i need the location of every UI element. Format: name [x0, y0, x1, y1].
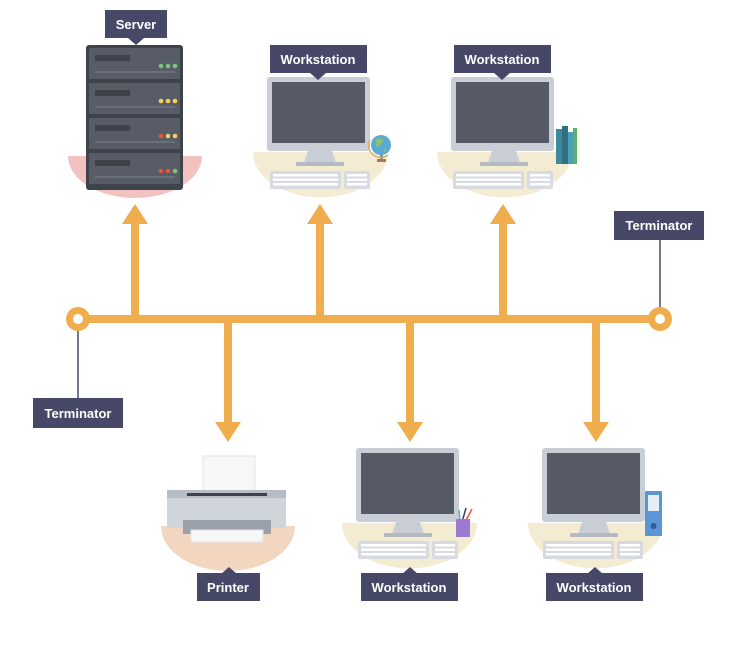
label-workstation-top-2-text: Workstation: [465, 52, 540, 67]
arrow-down-workstation-3: [397, 319, 423, 442]
label-workstation-bottom-2: Workstation: [546, 567, 643, 601]
label-workstation-bottom-1: Workstation: [361, 567, 458, 601]
arrow-up-workstation-2: [490, 204, 516, 319]
label-workstation-top-1: Workstation: [270, 45, 367, 80]
arrow-down-printer: [215, 319, 241, 442]
arrow-up-workstation-1: [307, 204, 333, 319]
printer-icon: [161, 455, 295, 571]
label-server-text: Server: [116, 17, 156, 32]
label-workstation-bottom-1-text: Workstation: [372, 580, 447, 595]
workstation-icon: [253, 77, 388, 198]
label-terminator-left: Terminator: [33, 398, 123, 428]
label-terminator-right: Terminator: [614, 211, 704, 240]
terminator-left-icon: [66, 307, 90, 331]
pencil-cup-icon: [456, 507, 473, 537]
label-workstation-top-1-text: Workstation: [281, 52, 356, 67]
globe-icon: [367, 135, 391, 162]
server-icon: [68, 45, 202, 198]
label-workstation-bottom-2-text: Workstation: [557, 580, 632, 595]
binder-icon: [645, 491, 662, 536]
label-terminator-right-text: Terminator: [626, 218, 693, 233]
arrow-down-workstation-4: [583, 319, 609, 442]
label-printer: Printer: [197, 567, 260, 601]
workstation-icon: [437, 77, 572, 198]
arrow-up-server: [122, 204, 148, 319]
terminator-right-icon: [648, 307, 672, 331]
label-printer-text: Printer: [207, 580, 249, 595]
workstation-icon: [342, 448, 477, 569]
workstation-icon: [528, 448, 663, 569]
label-terminator-left-text: Terminator: [45, 406, 112, 421]
label-server: Server: [105, 10, 167, 45]
books-icon: [556, 126, 577, 164]
label-workstation-top-2: Workstation: [454, 45, 551, 80]
